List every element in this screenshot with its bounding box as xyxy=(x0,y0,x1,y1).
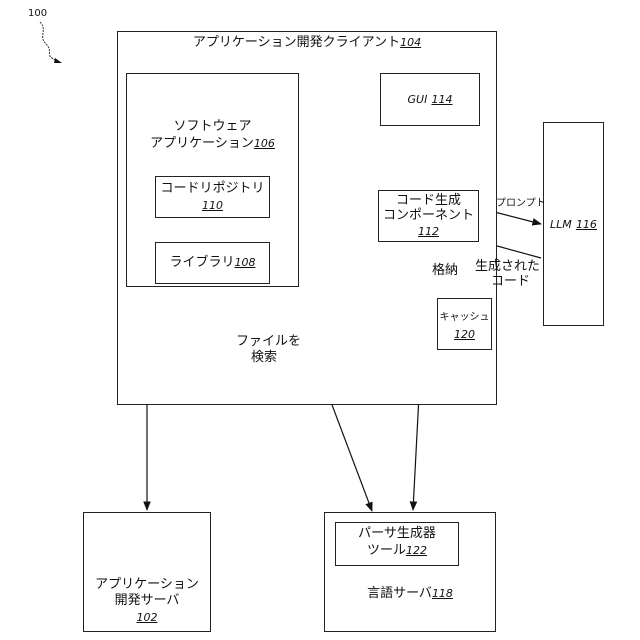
file-search-line2: 検索 xyxy=(251,350,277,366)
codegen-ref-wrap: 112 xyxy=(378,224,479,240)
generated-code-line2: コード xyxy=(491,274,530,290)
code-repo-title: コードリポジトリ xyxy=(155,181,270,197)
app-dev-client-label: アプリケーション開発クライアント104 xyxy=(117,35,497,51)
library-label: ライブラリ108 xyxy=(155,255,270,271)
dev-server-ref-wrap: 102 xyxy=(83,610,211,626)
cache-ref: 120 xyxy=(454,328,475,341)
figure-ref-arrowhead xyxy=(54,58,62,63)
code-repo-ref-wrap: 110 xyxy=(155,198,270,214)
codegen-ref: 112 xyxy=(418,225,439,238)
library-ref: 108 xyxy=(235,256,256,269)
parser-tool-line1: パーサ生成器 xyxy=(335,526,459,542)
lang-server-label: 言語サーバ118 xyxy=(324,586,496,602)
app-dev-client-ref: 104 xyxy=(400,36,421,49)
file-search-line1: ファイルを xyxy=(236,334,301,350)
lang-server-ref: 118 xyxy=(432,587,453,600)
parser-tool-line2-wrap: ツール122 xyxy=(335,543,459,559)
code-repo-ref: 110 xyxy=(202,199,223,212)
lang-server-title: 言語サーバ xyxy=(367,586,432,601)
gui-title: GUI xyxy=(408,93,428,106)
codegen-line2: コンポーネント xyxy=(378,208,479,224)
software-app-line2: アプリケーション xyxy=(150,136,254,151)
generated-code-line1: 生成された xyxy=(475,259,540,275)
cache-title: キャッシュ xyxy=(437,310,492,326)
codegen-line1: コード生成 xyxy=(378,193,479,209)
figure-ref-number: 100 xyxy=(28,6,47,22)
llm-label: LLM 116 xyxy=(543,217,604,233)
prompt-label: プロンプト xyxy=(496,196,546,212)
gui-ref: 114 xyxy=(431,93,452,106)
library-title: ライブラリ xyxy=(169,255,234,270)
software-app-line1: ソフトウェア xyxy=(126,119,299,135)
dev-server-ref: 102 xyxy=(137,611,158,624)
store-label: 格納 xyxy=(432,263,458,279)
llm-title: LLM xyxy=(550,218,572,231)
software-app-line2-wrap: アプリケーション106 xyxy=(126,136,299,152)
dev-server-line1: アプリケーション xyxy=(83,577,211,593)
parser-tool-line2: ツール xyxy=(367,543,406,558)
figure-ref-squiggle xyxy=(40,22,56,60)
app-dev-client-title: アプリケーション開発クライアント xyxy=(193,35,400,50)
dev-server-line2: 開発サーバ xyxy=(83,593,211,609)
cache-ref-wrap: 120 xyxy=(437,327,492,343)
gui-label: GUI 114 xyxy=(380,92,480,108)
llm-ref: 116 xyxy=(576,218,597,231)
parser-tool-ref: 122 xyxy=(406,544,427,557)
software-app-ref: 106 xyxy=(254,137,275,150)
